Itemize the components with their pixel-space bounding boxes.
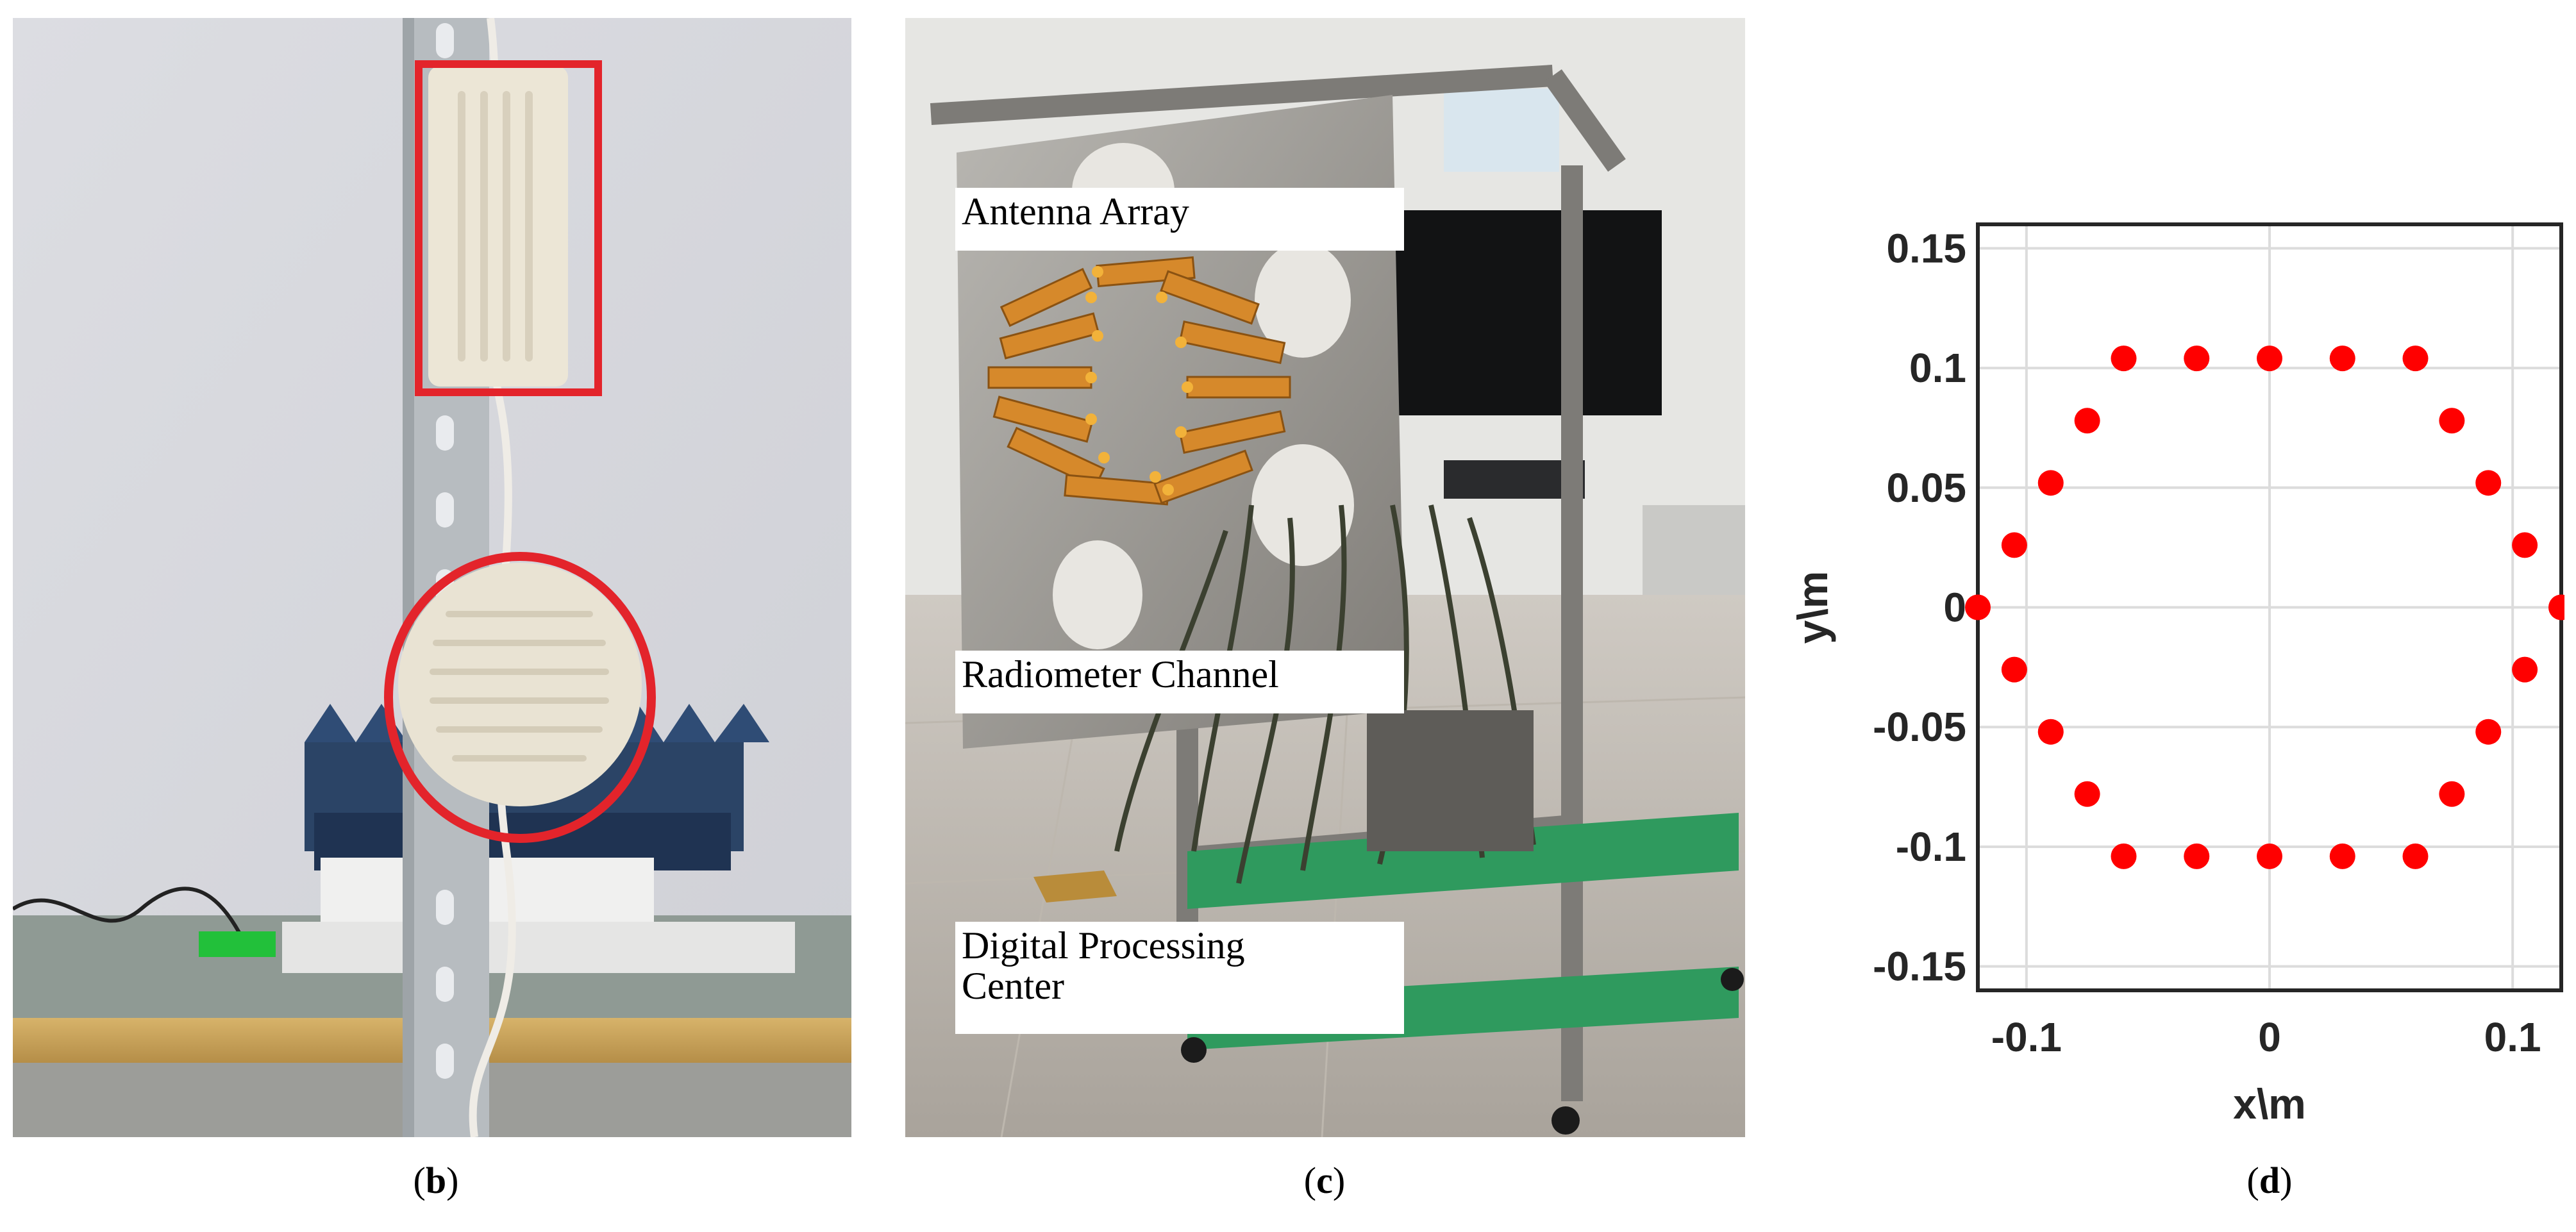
caption-b: (b) bbox=[413, 1160, 459, 1201]
green-shelf-mid bbox=[1187, 813, 1739, 909]
data-point bbox=[2548, 594, 2574, 620]
data-point bbox=[2037, 719, 2064, 745]
circular-noise-source bbox=[398, 563, 642, 806]
radiometer-system-photo bbox=[905, 18, 1745, 1137]
data-point bbox=[2475, 470, 2502, 496]
caption-d: (d) bbox=[2246, 1160, 2293, 1201]
data-point bbox=[2111, 345, 2137, 372]
data-point bbox=[2111, 843, 2137, 869]
x-axis-label: x\m bbox=[2233, 1080, 2306, 1128]
data-point bbox=[2329, 843, 2355, 869]
y-tick-label: 0.15 bbox=[1886, 225, 1966, 271]
label-digital-line1: Digital Processing bbox=[962, 924, 1245, 967]
label-antenna-array: Antenna Array bbox=[955, 188, 1404, 251]
label-digital-line2: Center bbox=[962, 965, 1064, 1007]
label-radiometer-channel: Radiometer Channel bbox=[955, 651, 1404, 713]
data-point bbox=[2329, 345, 2355, 372]
y-axis-label: y\m bbox=[1795, 571, 1836, 644]
floor-chip bbox=[1033, 870, 1117, 903]
rectangular-noise-source bbox=[428, 66, 568, 387]
red-box-highlight bbox=[415, 60, 602, 396]
photo-panel-c bbox=[905, 18, 1745, 1137]
data-point bbox=[2512, 532, 2538, 558]
cable bbox=[13, 887, 246, 942]
data-point bbox=[2512, 656, 2538, 683]
monitor bbox=[1393, 210, 1662, 415]
data-point bbox=[2402, 843, 2429, 869]
x-tick-label: 0 bbox=[2258, 1014, 2281, 1060]
data-point bbox=[2257, 843, 2282, 869]
data-point bbox=[2074, 408, 2100, 434]
photo-panel-b bbox=[13, 18, 851, 1137]
data-point bbox=[2074, 781, 2100, 807]
data-point bbox=[2184, 345, 2210, 372]
data-point bbox=[2184, 843, 2210, 869]
processing-chassis bbox=[1367, 710, 1534, 851]
array-layout-scatter-chart: -0.1 0 0.1 0.15 0.1 0.05 0 -0.05 -0.1 -0.15 x\m y… bbox=[1789, 222, 2574, 1128]
y-tick-label: -0.15 bbox=[1873, 944, 1966, 990]
y-tick-label: 0 bbox=[1943, 585, 1966, 631]
y-tick-label: -0.05 bbox=[1873, 704, 1966, 750]
red-circle-highlight bbox=[384, 552, 656, 843]
data-point bbox=[2439, 781, 2465, 807]
data-point bbox=[2257, 345, 2282, 372]
y-tick-label: -0.1 bbox=[1896, 824, 1966, 870]
data-point bbox=[2439, 408, 2465, 434]
label-digital-processing-center: Digital Processing Center bbox=[955, 922, 1404, 1034]
antenna-elements bbox=[987, 256, 1291, 506]
y-tick-label: 0.05 bbox=[1886, 465, 1966, 511]
data-point bbox=[2475, 719, 2502, 745]
x-tick-label: -0.1 bbox=[1991, 1014, 2062, 1060]
data-point bbox=[2001, 656, 2027, 683]
wall-poster bbox=[1444, 88, 1559, 172]
data-point bbox=[2402, 345, 2429, 372]
calibration-sources-photo bbox=[13, 18, 851, 1137]
caption-c: (c) bbox=[1303, 1160, 1346, 1201]
panel-d-chart: -0.1 0 0.1 0.15 0.1 0.05 0 -0.05 -0.1 -0.15 x\m y… bbox=[1789, 192, 2574, 1141]
x-tick-label: 0.1 bbox=[2484, 1014, 2541, 1060]
data-point bbox=[2037, 470, 2064, 496]
green-block bbox=[199, 931, 276, 957]
data-point bbox=[2001, 532, 2027, 558]
y-tick-label: 0.1 bbox=[1909, 345, 1966, 391]
data-point bbox=[1965, 594, 1991, 620]
